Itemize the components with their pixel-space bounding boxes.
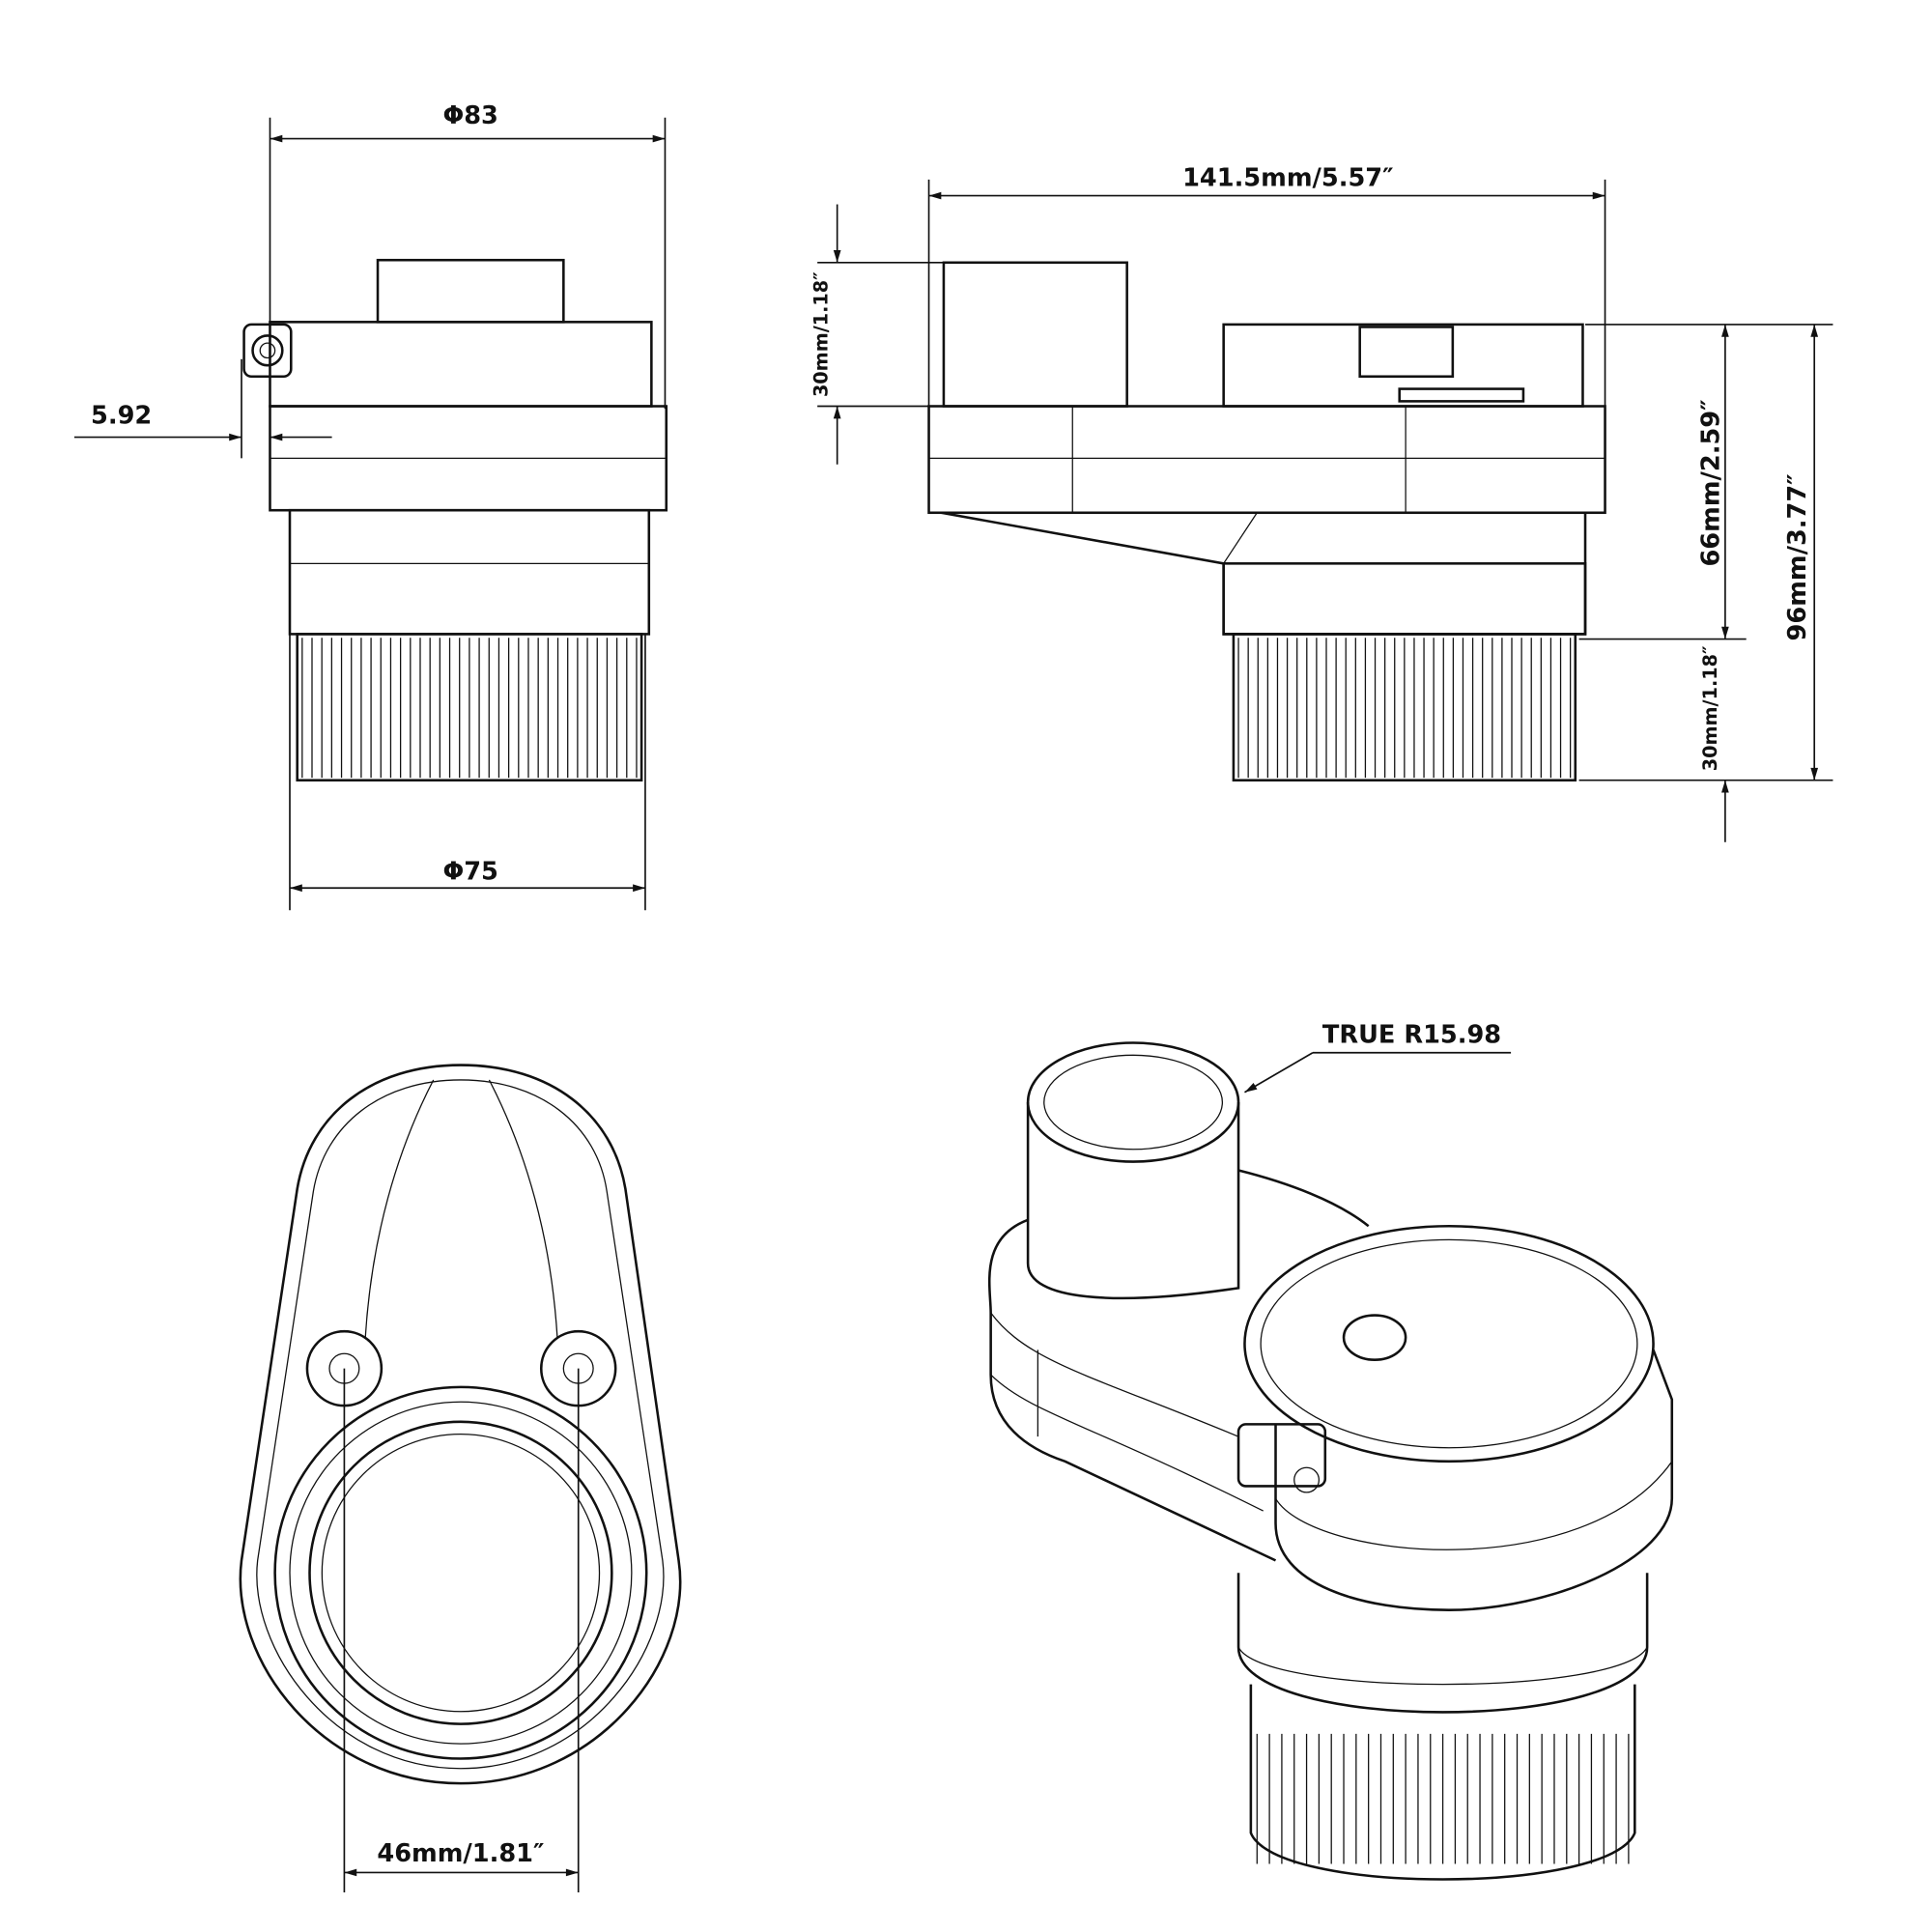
isometric-view: TRUE R15.98 xyxy=(987,1020,1674,1881)
total-height-label: 96mm/3.77″ xyxy=(1783,473,1812,640)
side-view: 141.5mm/5.57″ 30mm/1.18″ 66mm/2.59″ 30mm… xyxy=(810,163,1833,842)
nozzle-height-label: 30mm/1.18″ xyxy=(810,271,832,397)
spacing-label: 46mm/1.81″ xyxy=(377,1839,544,1868)
bottom-height-label: 30mm/1.18″ xyxy=(1699,645,1721,771)
radius-callout: TRUE R15.98 xyxy=(1322,1020,1501,1049)
offset-label: 5.92 xyxy=(91,401,152,430)
body-height-label: 66mm/2.59″ xyxy=(1696,399,1725,566)
bottom-diameter-label: Φ75 xyxy=(442,857,497,886)
bottom-view: 46mm/1.81″ xyxy=(239,1064,682,1892)
length-label: 141.5mm/5.57″ xyxy=(1182,163,1394,192)
top-diameter-label: Φ83 xyxy=(442,101,497,130)
front-view: Φ83 Φ75 5.92 xyxy=(73,101,668,911)
